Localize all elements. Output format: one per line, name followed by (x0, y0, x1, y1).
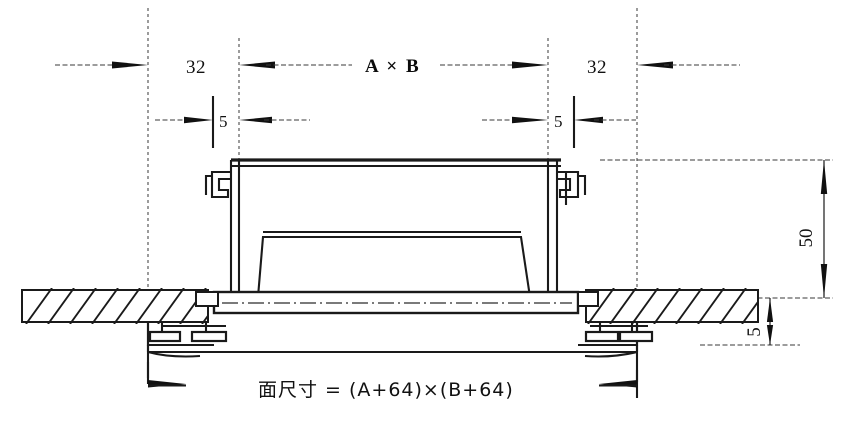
flange-bottom-left-curve (147, 350, 201, 358)
section-markers-bottom (146, 362, 639, 398)
arrow-5-up (766, 298, 774, 322)
reflector-assembly (256, 230, 532, 298)
arrow-right-5-inward (512, 116, 548, 124)
diffuser-panel (212, 290, 580, 315)
t-bar-left-foot-1 (148, 330, 182, 343)
bracket-right-block (577, 291, 599, 307)
ceiling-grid-right (577, 291, 654, 343)
reflector-trapezoid (256, 235, 532, 298)
dimension-label-opening: A × B (365, 56, 421, 77)
arrow-left-5-outward (239, 116, 272, 124)
dimension-label-flange-thickness: 5 (744, 327, 765, 337)
arrow-left-32 (112, 61, 148, 69)
dimension-label-body-height: 50 (796, 229, 817, 248)
arrow-right-5-outward (574, 116, 603, 124)
t-bar-right-foot-1 (584, 330, 620, 343)
dimension-label-right-inner: 5 (554, 112, 563, 131)
mounting-clip-left-tail (204, 174, 213, 195)
ceiling-board-right-hatch (587, 288, 758, 324)
formula-caption: 面尺寸 = (A+64)×(B+64) (258, 379, 514, 401)
arrow-50-down (820, 264, 828, 298)
dimension-row-inner: 5 5 (155, 112, 636, 131)
arrow-left-5-inward (184, 116, 213, 124)
luminaire-housing (229, 158, 561, 300)
mounting-clip-right-tail (577, 174, 587, 195)
arrow-axb-right (512, 61, 548, 69)
ceiling-board-right (585, 288, 759, 324)
arrow-50-up (820, 160, 828, 194)
arrow-5-down (766, 325, 774, 345)
flange-bottom-right-curve (584, 350, 638, 358)
dimension-label-left-inner: 5 (219, 112, 228, 131)
arrow-axb-left (239, 61, 275, 69)
ceiling-grid-left (148, 291, 228, 343)
dimension-row-top: A × B 32 32 (55, 56, 740, 78)
dimension-label-right-offset: 32 (587, 57, 607, 78)
t-bar-left-foot-2 (190, 330, 228, 343)
arrow-right-32 (637, 61, 673, 69)
bracket-left-block (195, 291, 219, 307)
fixture-flange (146, 300, 639, 358)
dimension-label-left-offset: 32 (186, 57, 206, 78)
t-bar-right-foot-2 (618, 330, 654, 343)
mounting-clips (204, 170, 587, 205)
